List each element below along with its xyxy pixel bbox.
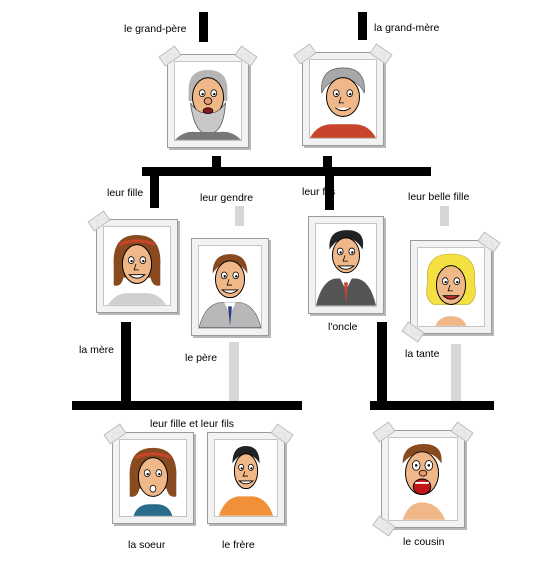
grandparents-drop-right (323, 156, 332, 168)
grandfather-stem (199, 12, 208, 42)
mother-stem (121, 322, 131, 402)
man-portrait-icon (199, 254, 261, 328)
uncle-card (308, 216, 384, 314)
grandmother-label: la grand-mère (374, 22, 440, 34)
grandparents-drop-left (212, 156, 221, 168)
aunt-label: la tante (405, 348, 440, 360)
sister-label: la soeur (128, 539, 166, 551)
brother-label: le frère (222, 539, 255, 551)
generation-3-bar-right (370, 401, 494, 410)
grandmother-card (293, 43, 393, 146)
aunt-faded-stem (451, 344, 461, 402)
aunt-card (401, 231, 501, 343)
grandmother-stem (358, 12, 367, 40)
grandfather-card (158, 45, 258, 148)
woman-portrait-icon (426, 253, 476, 326)
daughter-label: leur fille (107, 187, 144, 199)
son-in-law-label: leur gendre (200, 192, 254, 204)
grandfather-label: le grand-père (124, 23, 187, 35)
father-card (191, 238, 269, 336)
son-in-law-faded-stem (235, 206, 244, 226)
generation-2-bar (142, 167, 431, 176)
cousin-card (372, 421, 474, 537)
son-label: leur fils (302, 186, 336, 198)
brother-card (207, 423, 294, 524)
uncle-label: l'oncle (328, 321, 358, 333)
daughter-in-law-faded-stem (440, 206, 449, 226)
mother-card (87, 210, 178, 313)
grandfather-portrait-icon (175, 69, 241, 140)
daughter-stem (150, 176, 159, 208)
son-stem (325, 176, 334, 210)
uncle-stem (377, 322, 387, 402)
screaming-boy-portrait-icon (402, 444, 446, 520)
generation-3-bar-left (72, 401, 302, 410)
woman-portrait-icon (107, 234, 167, 305)
cousin-label: le cousin (403, 536, 445, 548)
father-label: le père (185, 352, 218, 364)
daughter-in-law-label: leur belle fille (408, 191, 470, 203)
mother-label: la mère (79, 344, 115, 356)
grandmother-portrait-icon (310, 67, 376, 138)
children-label: leur fille et leur fils (150, 418, 235, 430)
woman-portrait-icon (129, 447, 177, 516)
father-faded-stem (229, 342, 239, 402)
sister-card (103, 423, 194, 524)
boy-portrait-icon (218, 446, 274, 516)
man-portrait-icon (316, 230, 376, 306)
